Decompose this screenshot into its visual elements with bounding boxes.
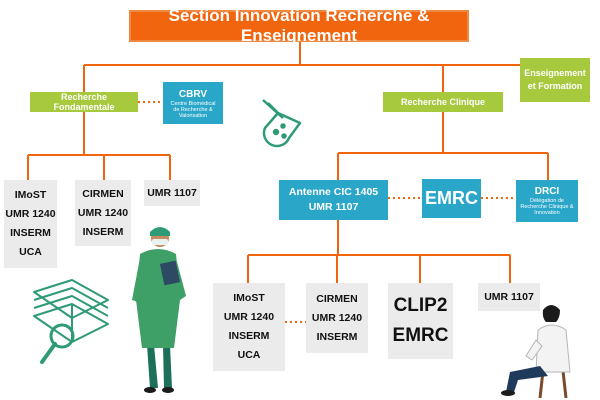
node-left-umr1107: UMR 1107 [144, 180, 200, 206]
scientist-seated-icon [501, 305, 571, 399]
node-recherche-fondamentale: Recherche Fondamentale [30, 92, 138, 112]
cbrv-desc-line-1: Centre Biomédical [170, 101, 216, 107]
left-cirmen-line-3: INSERM [82, 225, 124, 238]
recherche-fondamentale-label: Recherche Fondamentale [53, 92, 115, 112]
doctor-illustration-icon [132, 227, 186, 393]
antenne-line-2: UMR 1107 [308, 201, 359, 213]
antenne-line-1: Antenne CIC 1405 [288, 186, 379, 198]
left-cirmen-line-2: UMR 1240 [77, 206, 129, 219]
dotted-links [138, 101, 516, 323]
recherche-clinique-label: Recherche Clinique [400, 97, 486, 107]
right-imost-line-3: INSERM [228, 330, 270, 342]
enseignement-line-2: et Formation [527, 81, 583, 91]
left-imost-line-4: UCA [19, 246, 42, 258]
left-imost-line-1: IMoST [14, 189, 47, 201]
emrc-label: EMRC [425, 188, 478, 208]
connector-lines [27, 42, 549, 283]
right-imost-line-2: UMR 1240 [223, 311, 275, 323]
book-magnifier-icon [33, 279, 109, 364]
node-right-imost: IMoST UMR 1240 INSERM UCA [213, 283, 285, 371]
node-clip2-emrc: CLIP2 EMRC [388, 283, 453, 359]
node-right-umr1107: UMR 1107 [478, 283, 540, 311]
node-left-imost: IMoST UMR 1240 INSERM UCA [4, 180, 57, 268]
drci-desc-line-3: Innovation [534, 210, 560, 216]
clip2-line-1: CLIP2 [393, 295, 448, 316]
cbrv-desc-line-2: de Recherche & [173, 107, 213, 113]
node-left-cirmen: CIRMEN UMR 1240 INSERM [75, 180, 131, 246]
right-umr1107-label: UMR 1107 [484, 291, 534, 303]
node-emrc: EMRC [422, 179, 481, 218]
node-right-cirmen: CIRMEN UMR 1240 INSERM [306, 283, 368, 353]
enseignement-line-1: Enseignement [524, 68, 586, 78]
right-imost-line-4: UCA [237, 349, 261, 361]
right-cirmen-line-1: CIRMEN [316, 292, 358, 305]
left-imost-line-3: INSERM [10, 227, 51, 239]
right-imost-line-1: IMoST [233, 292, 265, 304]
drci-desc-line-2: Recherche Clinique & [520, 204, 574, 210]
cbrv-label: CBRV [178, 89, 208, 100]
drci-desc-line-1: Délégation de [530, 198, 564, 204]
left-imost-line-2: UMR 1240 [5, 208, 56, 220]
flask-icon [262, 99, 302, 148]
right-cirmen-line-3: INSERM [316, 330, 358, 343]
node-cbrv: CBRV Centre Biomédical de Recherche & Va… [163, 82, 223, 124]
cbrv-desc-line-3: Valorisation [178, 113, 208, 119]
drci-label: DRCI [534, 186, 560, 197]
clip2-line-2: EMRC [392, 325, 449, 346]
page-title-text: Section Innovation Recherche & Enseignem… [168, 6, 430, 45]
node-enseignement-formation: Enseignement et Formation [520, 58, 590, 102]
node-drci: DRCI Délégation de Recherche Clinique & … [516, 180, 578, 222]
node-recherche-clinique: Recherche Clinique [383, 92, 503, 112]
page-title: Section Innovation Recherche & Enseignem… [129, 6, 469, 45]
node-antenne-cic: Antenne CIC 1405 UMR 1107 [279, 180, 388, 220]
left-umr1107-label: UMR 1107 [147, 187, 197, 199]
left-cirmen-line-1: CIRMEN [82, 187, 124, 200]
right-cirmen-line-2: UMR 1240 [311, 311, 363, 324]
